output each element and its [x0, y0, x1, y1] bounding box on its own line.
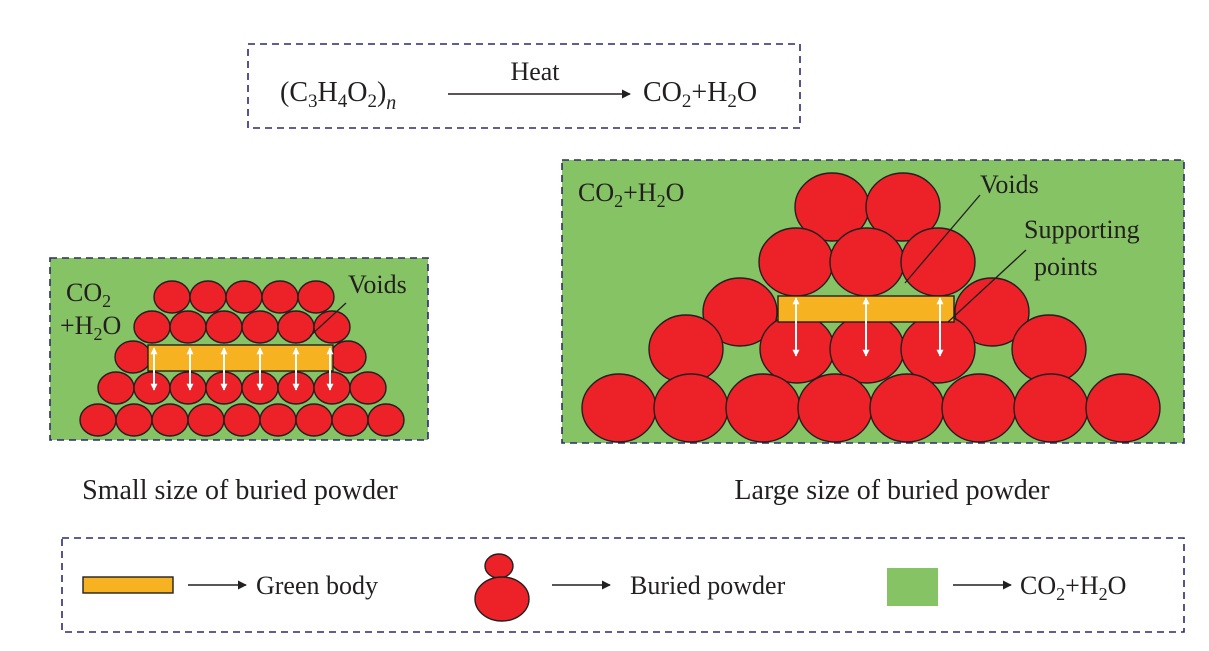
small-powder-particle [241, 310, 279, 344]
large-powder-particle [653, 373, 729, 443]
small-powder-particle [261, 280, 299, 314]
large-voids-leader [904, 194, 981, 284]
small-panel-caption: Small size of buried powder [82, 475, 398, 506]
small-powder-particle [169, 310, 207, 344]
large-powder-particle [758, 227, 834, 297]
small-voids-leader [309, 302, 347, 337]
small-powder-particle [114, 340, 152, 374]
legend-buried-powder-small-particle [484, 553, 514, 579]
small-powder-particle [295, 403, 333, 437]
small-powder-particle [133, 371, 171, 405]
small-powder-particle [331, 403, 369, 437]
large-powder-particle [941, 373, 1017, 443]
large-powder-particle [1011, 314, 1087, 384]
small-powder-particle [187, 403, 225, 437]
large-panel-caption: Large size of buried powder [734, 475, 1050, 506]
large-powder-particle [797, 373, 873, 443]
small-powder-panel: CO2 +H2O Voids [49, 257, 429, 441]
small-green-body [147, 344, 334, 372]
small-powder-particle [151, 403, 189, 437]
legend-buried-powder-large-particle [474, 576, 530, 622]
small-gas-label-line1: CO2 [66, 278, 111, 311]
legend-buried-powder-label: Buried powder [630, 571, 786, 600]
large-powder-particle [648, 314, 724, 384]
large-powder-panel: CO2+H2O Voids Supporting points [561, 159, 1185, 444]
small-powder-particle [223, 403, 261, 437]
large-panel-border [561, 159, 1185, 444]
legend-green-body-swatch [82, 576, 174, 594]
large-powder-particle [900, 314, 976, 384]
legend-gas-swatch [887, 568, 938, 606]
large-gas-label: CO2+H2O [578, 178, 684, 211]
large-powder-particle [865, 172, 941, 242]
large-powder-particle [581, 373, 657, 443]
reaction-product: CO2+H2O [643, 77, 757, 112]
small-support-arrows [150, 347, 334, 391]
small-powder-particle [297, 280, 335, 314]
large-voids-label: Voids [980, 170, 1039, 199]
large-powder-particle [829, 227, 905, 297]
small-powder-particle [277, 310, 315, 344]
reaction-condition-label: Heat [510, 57, 560, 86]
legend: Green body Buried powder CO2+H2O [61, 537, 1185, 633]
large-powder-particle [725, 373, 801, 443]
small-powder-particle [367, 403, 405, 437]
reaction-box [247, 43, 801, 129]
small-powder-particle [313, 310, 351, 344]
small-powder-particle [79, 403, 117, 437]
small-powder-particle [349, 371, 387, 405]
legend-gas-label: CO2+H2O [1020, 571, 1126, 604]
large-powder-particle [869, 373, 945, 443]
small-panel-border [49, 257, 429, 441]
large-powder-particle [900, 227, 976, 297]
large-powder-particle [1085, 373, 1161, 443]
large-powder-particle [954, 277, 1030, 347]
legend-border [61, 537, 1185, 633]
small-powder-particle [313, 371, 351, 405]
large-supporting-label-line1: Supporting [1024, 215, 1140, 244]
small-powder-particle [189, 280, 227, 314]
large-powder-particle [1013, 373, 1089, 443]
small-powder-particle [259, 403, 297, 437]
large-supporting-label-line2: points [1034, 252, 1098, 281]
large-powder-particle [702, 277, 778, 347]
small-powder-particle [205, 310, 243, 344]
small-powder-particle [97, 371, 135, 405]
reaction-reactant: (C3H4O2)n [280, 77, 396, 114]
small-powder-particle [225, 280, 263, 314]
small-powder-particle [329, 340, 367, 374]
legend-green-body-label: Green body [256, 571, 378, 600]
small-powder-particle [133, 310, 171, 344]
large-support-arrows [792, 297, 944, 357]
small-powder-particle [115, 403, 153, 437]
small-powder-particle [153, 280, 191, 314]
large-powder-balls [581, 172, 1161, 443]
small-gas-label-line2: +H2O [60, 311, 121, 344]
small-voids-label: Voids [348, 270, 407, 299]
small-powder-particle [169, 371, 207, 405]
large-supporting-leader [947, 249, 1027, 323]
